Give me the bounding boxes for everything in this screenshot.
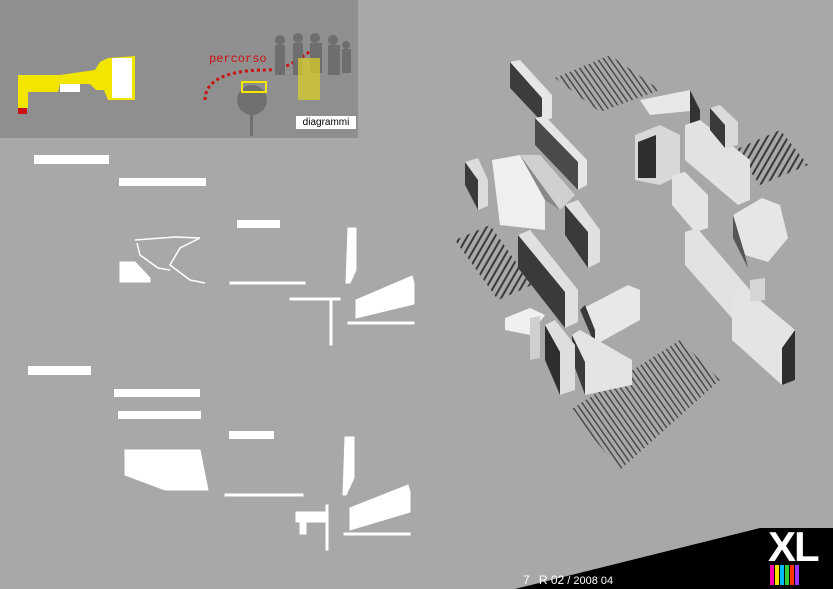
plan-shape-a (119, 261, 151, 283)
diagrammi-label: diagrammi (296, 116, 356, 129)
xl-logo: XL (768, 523, 820, 570)
xl-logo-text: XL (768, 523, 820, 570)
plan-line-f (347, 321, 415, 325)
diagram-panel: percorso diagrammi (0, 0, 358, 138)
footer-page-number: 7 (523, 573, 530, 587)
yellow-highlight-box (298, 58, 320, 100)
plan-bar-4 (28, 366, 91, 375)
plan-bar-5 (114, 389, 200, 397)
plan-shape-o (299, 521, 307, 535)
plan-bar-7 (229, 431, 274, 439)
footer-date: / 2008 04 (567, 575, 614, 587)
route-dotted-line (203, 48, 313, 101)
plan-line-j (224, 493, 304, 497)
plan-white-box-1 (112, 58, 132, 98)
yellow-plan-shape (18, 56, 135, 108)
plan-red-marker (18, 108, 27, 114)
plan-line-g (289, 297, 341, 301)
plan-bar-6 (118, 411, 201, 419)
wall-blocks (465, 60, 795, 395)
plan-line-h (329, 299, 333, 346)
percorso-label: percorso (209, 52, 267, 66)
plan-line-m (343, 532, 411, 536)
footer-text: 7 R 02 / 2008 04 (523, 573, 613, 587)
diagram-drawing (18, 33, 351, 136)
plan-outline-b (136, 242, 171, 271)
plan-shape-d (345, 227, 357, 284)
plan-outline-a (134, 236, 206, 284)
plan-bar-2 (119, 178, 206, 186)
plan-shape-e (355, 275, 415, 319)
plan-bar-1 (34, 155, 109, 164)
plan-shape-l (349, 484, 411, 531)
plan-line-c (229, 281, 306, 285)
plan-shape-k (342, 436, 355, 496)
plan-shape-i (124, 449, 209, 491)
plan-bar-3 (237, 220, 280, 228)
plan-line-p (325, 504, 329, 551)
yellow-outline-box (241, 81, 267, 93)
stripe-fields (455, 55, 808, 470)
plan-white-box-2 (60, 84, 80, 92)
footer-code: R 02 (538, 573, 565, 587)
